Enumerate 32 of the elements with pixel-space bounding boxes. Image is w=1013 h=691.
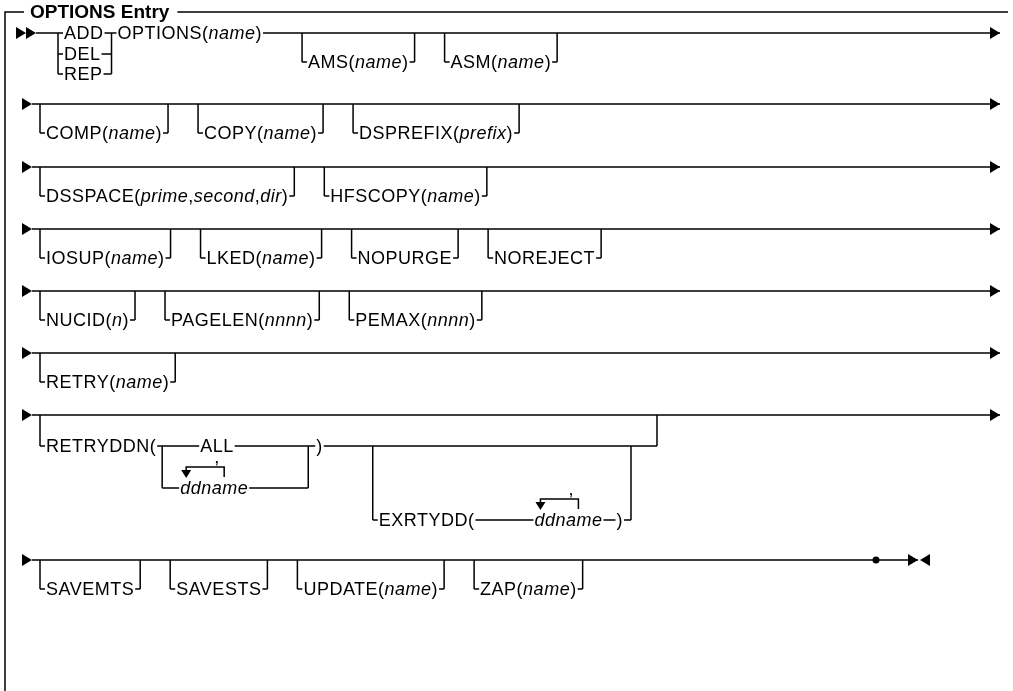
syntax-keyword: ) xyxy=(616,509,623,531)
syntax-keyword: ADD xyxy=(64,22,104,44)
syntax-keyword: PEMAX(nnnn) xyxy=(355,309,476,331)
syntax-keyword: PAGELEN(nnnn) xyxy=(171,309,314,331)
syntax-keyword: DSSPACE(prime,second,dir) xyxy=(46,185,289,207)
syntax-keyword: ZAP(name) xyxy=(480,578,577,600)
syntax-keyword: AMS(name) xyxy=(308,51,409,73)
syntax-keyword: REP xyxy=(64,63,103,85)
separator-mark: , xyxy=(568,482,574,496)
syntax-keyword: ASM(name) xyxy=(450,51,552,73)
parameter-name: ddname xyxy=(180,477,249,499)
syntax-keyword: HFSCOPY(name) xyxy=(330,185,481,207)
syntax-keyword: NUCID(n) xyxy=(46,309,129,331)
syntax-keyword: DEL xyxy=(64,43,101,65)
syntax-keyword: ALL xyxy=(200,435,234,457)
syntax-keyword: RETRYDDN( xyxy=(46,435,157,457)
syntax-keyword: ) xyxy=(316,435,323,457)
syntax-keyword: LKED(name) xyxy=(206,247,316,269)
syntax-keyword: COMP(name) xyxy=(46,122,163,144)
syntax-keyword: COPY(name) xyxy=(204,122,318,144)
syntax-keyword: OPTIONS(name) xyxy=(117,22,263,44)
syntax-keyword: NOPURGE xyxy=(357,247,453,269)
syntax-keyword: RETRY(name) xyxy=(46,371,170,393)
syntax-keyword: SAVESTS xyxy=(176,578,262,600)
syntax-keyword: UPDATE(name) xyxy=(303,578,439,600)
parameter-name: ddname xyxy=(534,509,603,531)
syntax-keyword: IOSUP(name) xyxy=(46,247,165,269)
syntax-keyword: DSPREFIX(prefix) xyxy=(359,122,514,144)
frame-title: OPTIONS Entry xyxy=(30,0,170,24)
syntax-keyword: EXRTYDD( xyxy=(378,509,475,531)
syntax-keyword: SAVEMTS xyxy=(46,578,135,600)
syntax-keyword: NOREJECT xyxy=(494,247,596,269)
